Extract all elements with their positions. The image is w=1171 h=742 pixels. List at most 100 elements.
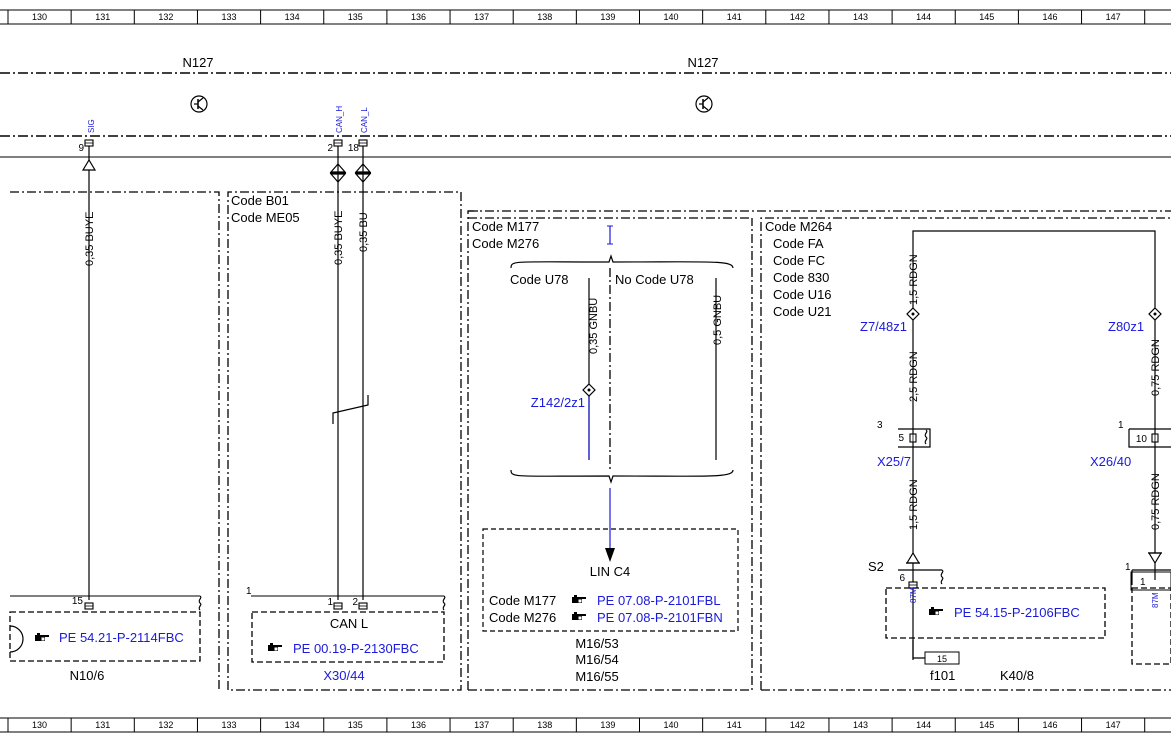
code-m177: Code M177 (472, 219, 539, 234)
ruler-number: 142 (790, 12, 805, 22)
connector-pin-2b (358, 602, 368, 610)
ruler-number: 136 (411, 720, 426, 730)
ruler-number: 130 (32, 12, 47, 22)
ruler-number: 140 (664, 12, 679, 22)
connector-pin-5 (909, 433, 917, 443)
pin-number-2: 2 (327, 143, 333, 154)
ref-link-pe-2101fbl[interactable]: PE 07.08-P-2101FBL (597, 593, 721, 608)
code-m177-ref: Code M177 (489, 593, 556, 608)
component-m16-54: M16/54 (575, 652, 618, 667)
frame-code-b01 (227, 191, 462, 691)
ref-link-pe-2106[interactable]: PE 54.15-P-2106FBC (954, 605, 1080, 620)
component-x25-7: X25/7 (877, 454, 911, 469)
wire-label-rdgn-3: 1,5 RDGN (908, 479, 920, 530)
svg-text:1: 1 (1118, 420, 1124, 431)
hand-pointer-icon (929, 607, 943, 615)
connector-pin-15 (84, 602, 94, 610)
ruler-number: 144 (916, 12, 931, 22)
hand-pointer-icon (572, 612, 586, 620)
component-z142: Z142/2z1 (531, 395, 585, 410)
ruler-number: 132 (158, 720, 173, 730)
code-b01: Code B01 (231, 193, 289, 208)
code-u78: Code U78 (510, 272, 569, 287)
component-x26-40: X26/40 (1090, 454, 1131, 469)
connector-pin-2 (333, 139, 343, 147)
ruler-number: 138 (537, 720, 552, 730)
wire-label-rdgn-4: 0,75 RDGN (1150, 339, 1162, 396)
connector-pin-18 (358, 139, 368, 147)
svg-text:87M: 87M (1151, 592, 1160, 608)
component-k40-8: K40/8 (1000, 668, 1034, 683)
transistor-icon (695, 95, 713, 113)
svg-text:10: 10 (1136, 434, 1148, 445)
wire-label-buye-2: 0,35 BUYE (333, 211, 345, 265)
ruler-number: 145 (979, 720, 994, 730)
wire-label-gnbu-1: 0,35 GNBU (588, 298, 600, 354)
component-n10-6: N10/6 (70, 668, 105, 683)
ruler-number: 140 (664, 720, 679, 730)
code-u21: Code U21 (773, 304, 832, 319)
code-fa: Code FA (773, 236, 824, 251)
twisted-pair-mark (332, 395, 369, 424)
ruler-number: 147 (1106, 720, 1121, 730)
ruler-number: 136 (411, 12, 426, 22)
ruler-number: 133 (222, 12, 237, 22)
ruler-number: 143 (853, 720, 868, 730)
brace-top (510, 254, 734, 269)
hand-pointer-icon (35, 633, 49, 641)
wire-label-buye-1: 0,35 BUYE (84, 212, 96, 266)
wire-label-rdgn-5: 0,75 RDGN (1150, 473, 1162, 530)
ruler-number: 132 (158, 12, 173, 22)
ruler-number: 131 (95, 720, 110, 730)
ref-link-pe-2130[interactable]: PE 00.19-P-2130FBC (293, 641, 419, 656)
fuse-15 (924, 651, 960, 665)
lin-c4-label: LIN C4 (590, 564, 630, 579)
transistor-icon (190, 95, 208, 113)
n127-label-left: N127 (182, 55, 213, 70)
ruler-number: 144 (916, 720, 931, 730)
ruler-number: 138 (537, 12, 552, 22)
pin-number-15: 15 (72, 596, 84, 607)
component-x30-44: X30/44 (323, 668, 364, 683)
wire-label-rdgn-2: 2,5 RDGN (908, 351, 920, 402)
svg-text:6: 6 (899, 573, 905, 584)
ground-arrow (81, 158, 97, 171)
ruler-number: 137 (474, 720, 489, 730)
arrow-down (605, 548, 615, 562)
code-m264: Code M264 (765, 219, 832, 234)
x30-44-box (251, 611, 445, 663)
k40-8-box (885, 587, 1106, 639)
no-code-u78: No Code U78 (615, 272, 694, 287)
component-m16-53: M16/53 (575, 636, 618, 651)
pin-87m: 87M (909, 587, 918, 603)
pin-number-3: 3 (877, 420, 883, 431)
hand-pointer-icon (268, 643, 282, 651)
ref-link-pe-2114[interactable]: PE 54.21-P-2114FBC (59, 630, 184, 645)
code-m276-ref: Code M276 (489, 610, 556, 625)
wire-label-bu: 0,35 BU (358, 212, 370, 252)
n127-label-right: N127 (687, 55, 718, 70)
code-fc: Code FC (773, 253, 825, 268)
ruler-number: 142 (790, 720, 805, 730)
wire-rdgn-loop (912, 230, 1156, 660)
connector-pin-6 (908, 581, 918, 589)
splice-z80 (1148, 307, 1162, 321)
svg-text:1: 1 (327, 597, 333, 608)
n10-6-box (9, 611, 201, 662)
svg-text:1: 1 (1125, 562, 1131, 573)
svg-text:15: 15 (937, 654, 947, 664)
ref-link-pe-2101fbn[interactable]: PE 07.08-P-2101FBN (597, 610, 723, 625)
ruler-number: 139 (600, 12, 615, 22)
ruler-number: 143 (853, 12, 868, 22)
ruler-number: 135 (348, 12, 363, 22)
wire-label-gnbu-2: 0,5 GNBU (712, 295, 724, 345)
frame-left (10, 191, 220, 690)
component-z80: Z80z1 (1108, 319, 1144, 334)
svg-text:1: 1 (1140, 577, 1146, 588)
pin-number-18: 18 (348, 143, 360, 154)
ruler-number: 134 (285, 12, 300, 22)
ruler-number: 137 (474, 12, 489, 22)
